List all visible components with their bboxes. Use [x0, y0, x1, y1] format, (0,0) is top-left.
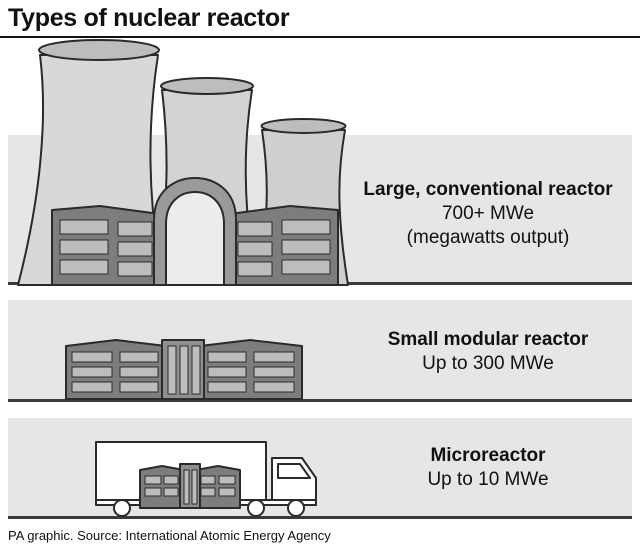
- panel-divider-small: [8, 399, 632, 402]
- label-small-modular-reactor: Small modular reactor Up to 300 MWe: [350, 328, 626, 376]
- reactor-capacity: Up to 10 MWe: [427, 469, 549, 490]
- page-title: Types of nuclear reactor: [8, 4, 290, 32]
- panel-divider-micro: [8, 516, 632, 519]
- reactor-capacity: 700+ MWe: [441, 203, 535, 224]
- source-footer: PA graphic. Source: International Atomic…: [8, 528, 331, 543]
- reactor-capacity: Up to 300 MWe: [422, 353, 554, 374]
- reactor-name: Small modular reactor: [387, 329, 589, 350]
- title-divider: [0, 36, 640, 38]
- reactor-note: (megawatts output): [406, 227, 570, 248]
- label-large-reactor: Large, conventional reactor 700+ MWe (me…: [350, 178, 626, 250]
- label-microreactor: Microreactor Up to 10 MWe: [350, 444, 626, 492]
- reactor-name: Large, conventional reactor: [363, 179, 613, 200]
- reactor-name: Microreactor: [430, 445, 546, 466]
